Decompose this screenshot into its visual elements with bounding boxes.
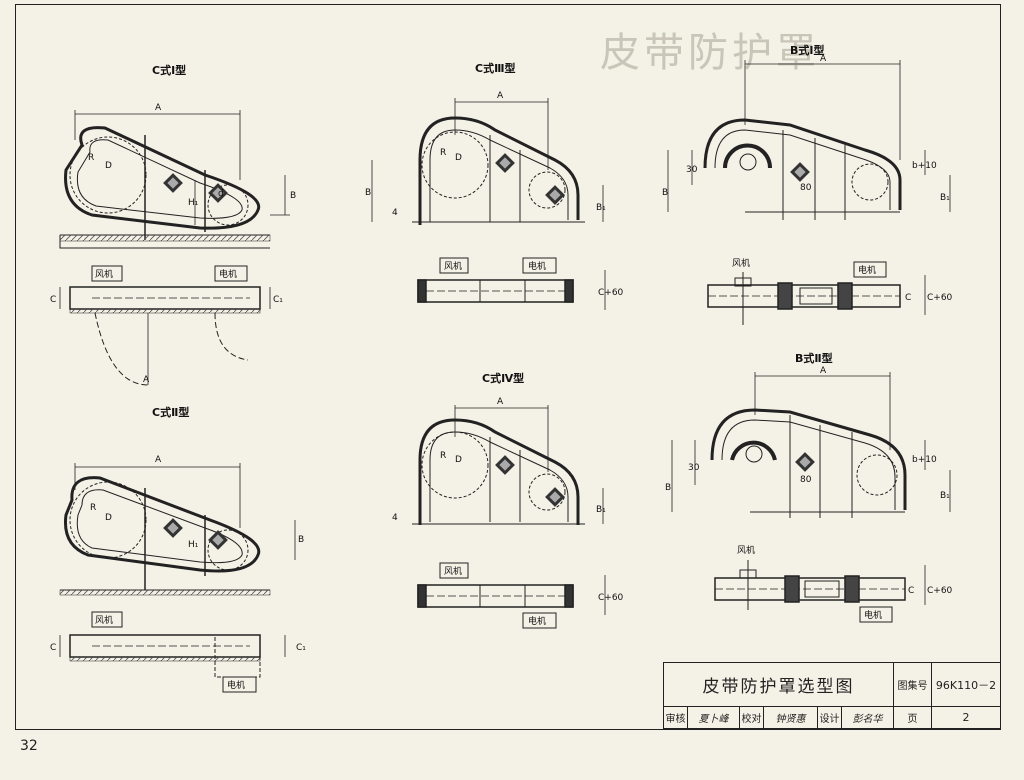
- fan-label-b1: 风机: [732, 257, 750, 269]
- view-b1-elevation: [667, 60, 951, 220]
- dim-c-c2: C: [50, 643, 56, 653]
- dim-c60-b1: C+60: [927, 293, 953, 303]
- fan-label-c1: 风机: [95, 268, 113, 280]
- view-c3-plan: [417, 257, 606, 310]
- dim-d-c4: D: [455, 455, 462, 465]
- atlas-number: 96K110－2: [932, 663, 1000, 707]
- dim-b1-b1: B₁: [940, 193, 950, 203]
- view-b1-plan: [707, 261, 926, 325]
- fan-label-c2: 风机: [95, 614, 113, 626]
- view-c1-elevation: [59, 110, 290, 249]
- dim-small-d-c1: d: [218, 189, 224, 199]
- motor-label-c1: 电机: [219, 268, 237, 280]
- view-c1-plan: [59, 265, 271, 386]
- dim-c-b1: C: [905, 293, 911, 303]
- dim-a-c2: A: [155, 455, 162, 465]
- dim-b-c3: B: [365, 188, 371, 198]
- atlas-label: 图集号: [894, 663, 932, 707]
- view-b2-elevation: [671, 372, 951, 518]
- dim-30-b2: 30: [688, 463, 700, 473]
- dim-4-c4: 4: [392, 513, 398, 523]
- dim-a-c4: A: [497, 397, 504, 407]
- review-signature: 夏卜峰: [688, 707, 740, 729]
- check-label: 校对: [740, 707, 764, 729]
- motor-label-b2: 电机: [864, 609, 882, 621]
- page-value: 2: [932, 707, 1000, 729]
- dim-30-b1: 30: [686, 165, 698, 175]
- dim-d-c3: D: [455, 153, 462, 163]
- title-block: 皮带防护罩选型图 图集号 96K110－2 审核 夏卜峰 校对 钟贤惠 设计 彭…: [663, 662, 1001, 730]
- dim-b1-c4: B₁: [596, 505, 606, 515]
- dim-80-b1: 80: [800, 183, 812, 193]
- view-c3-elevation: [371, 98, 604, 225]
- view-b2-plan: [714, 560, 926, 623]
- dim-c1-c2: C₁: [296, 643, 306, 653]
- motor-label-b1: 电机: [858, 264, 876, 276]
- dim-b1-b2: B₁: [940, 491, 950, 501]
- dim-c-c1: C: [50, 295, 56, 305]
- dim-a2-c1: A: [143, 375, 150, 385]
- dim-b1-c3: B₁: [596, 203, 606, 213]
- check-signature: 钟贤惠: [764, 707, 818, 729]
- dim-c-b2: C: [908, 586, 914, 596]
- view-c1-title: C式Ⅰ型: [152, 63, 186, 77]
- dim-h1-c1: H₁: [188, 198, 199, 208]
- view-b2-title: B式Ⅱ型: [795, 351, 833, 365]
- ghost-title: 皮带防护罩: [600, 30, 820, 76]
- dim-c60-b2: C+60: [927, 586, 953, 596]
- drawing-title: 皮带防护罩选型图: [664, 663, 894, 707]
- dim-c60-c3: C+60: [598, 288, 624, 298]
- dim-d-c1: D: [105, 161, 112, 171]
- view-c2-plan: [59, 611, 286, 693]
- dim-4-c3: 4: [392, 208, 398, 218]
- dim-h1-c2: H₁: [188, 540, 199, 550]
- dim-c60-c4: C+60: [598, 593, 624, 603]
- page-label: 页: [894, 707, 932, 729]
- dim-a-b2: A: [820, 366, 827, 376]
- fan-label-b2: 风机: [737, 544, 755, 556]
- motor-label-c4: 电机: [528, 615, 546, 627]
- view-c4-elevation: [412, 405, 604, 525]
- view-c2-elevation: [59, 463, 296, 596]
- view-c4-title: C式Ⅳ型: [482, 371, 524, 385]
- dim-b-c2: B: [298, 535, 304, 545]
- dim-r-c4: R: [440, 451, 446, 461]
- dim-b10-b1: b+10: [912, 161, 937, 171]
- dim-d-c2: D: [105, 513, 112, 523]
- dim-r-c2: R: [90, 503, 96, 513]
- dim-a-b1: A: [820, 54, 827, 64]
- dim-80-b2: 80: [800, 475, 812, 485]
- dim-b-c1: B: [290, 191, 296, 201]
- mesh-markers: [163, 153, 815, 550]
- view-c2-title: C式Ⅱ型: [152, 405, 189, 419]
- dim-r-c1: R: [88, 153, 94, 163]
- view-c3-title: C式Ⅲ型: [475, 61, 515, 75]
- review-label: 审核: [664, 707, 688, 729]
- fan-label-c4: 风机: [444, 565, 462, 577]
- motor-label-c3: 电机: [528, 260, 546, 272]
- dim-b-b2: B: [665, 483, 671, 493]
- motor-label-c2: 电机: [227, 679, 245, 691]
- dim-r-c3: R: [440, 148, 446, 158]
- dim-c1-c1: C₁: [273, 295, 283, 305]
- dim-a-c3: A: [497, 91, 504, 101]
- design-label: 设计: [818, 707, 842, 729]
- view-b1-title: B式Ⅰ型: [790, 43, 824, 57]
- sheet-frame: [15, 4, 1001, 730]
- design-signature: 彭名华: [842, 707, 894, 729]
- dim-b-b1: B: [662, 188, 668, 198]
- page-number: 32: [20, 738, 38, 754]
- view-c4-plan: [417, 562, 606, 629]
- dim-a-c1: A: [155, 103, 162, 113]
- fan-label-c3: 风机: [444, 260, 462, 272]
- dim-b10-b2: b+10: [912, 455, 937, 465]
